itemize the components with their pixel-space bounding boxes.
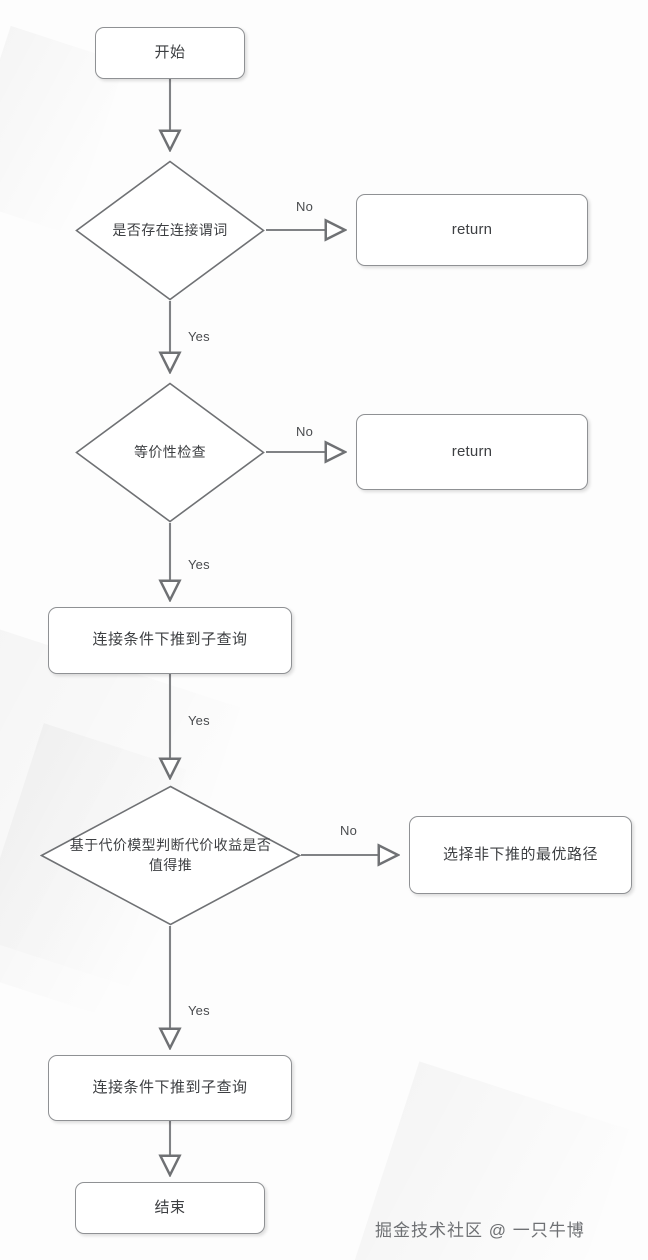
node-pushdown-1-label: 连接条件下推到子查询 [92,631,248,649]
node-alternative-path-label: 选择非下推的最优路径 [442,845,598,863]
diamond-shape [75,382,265,523]
diamond-shape [40,785,301,926]
footer-credit: 掘金技术社区 @ 一只牛博 [375,1221,585,1240]
edge-label-d2-yes: Yes [188,557,210,572]
edge-label-d3-yes: Yes [188,1003,210,1018]
node-decision-join-predicate-label: 是否存在连接谓词 [112,221,228,238]
node-decision-equivalence-check[interactable]: 等价性检查 [75,382,265,523]
node-alternative-path[interactable]: 选择非下推的最优路径 [409,816,632,894]
node-pushdown-1[interactable]: 连接条件下推到子查询 [48,607,292,674]
node-decision-cost-model-label: 基于代价模型判断代价收益是否值得推 [69,836,272,873]
edge-label-d1-yes: Yes [188,329,210,344]
node-end-label: 结束 [154,1198,186,1216]
node-start-label: 开始 [154,43,186,61]
edge-label-d3-no: No [340,823,358,838]
node-return-2-label: return [451,442,493,460]
node-return-1-label: return [451,220,493,238]
node-pushdown-2-label: 连接条件下推到子查询 [92,1078,248,1096]
node-decision-join-predicate[interactable]: 是否存在连接谓词 [75,160,265,301]
edge-label-d2-no: No [296,424,314,439]
diamond-shape [75,160,265,301]
edge-label-p1-yes: Yes [188,713,210,728]
node-start[interactable]: 开始 [95,27,245,79]
node-decision-equivalence-check-label: 等价性检查 [134,443,206,460]
edge-label-d1-no: No [296,199,314,214]
node-pushdown-2[interactable]: 连接条件下推到子查询 [48,1055,292,1121]
node-return-1[interactable]: return [356,194,588,266]
node-decision-cost-model[interactable]: 基于代价模型判断代价收益是否值得推 [40,785,301,926]
node-end[interactable]: 结束 [75,1182,265,1234]
node-return-2[interactable]: return [356,414,588,490]
